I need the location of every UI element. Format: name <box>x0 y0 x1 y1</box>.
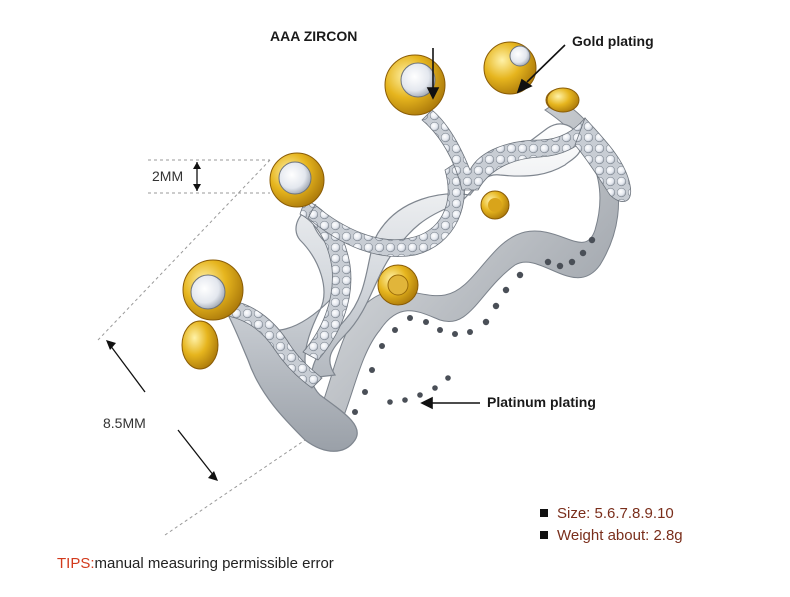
bullet-square-icon <box>540 531 548 540</box>
spec-size: Size: 5.6.7.8.9.10 <box>540 505 674 522</box>
spec-weight: Weight about: 2.8g <box>540 527 683 544</box>
spec-weight-text: Weight about: 2.8g <box>557 527 683 544</box>
gold-bezel-settings <box>181 41 580 370</box>
bullet-square-icon <box>540 509 548 518</box>
tips-note: TIPS:manual measuring permissible error <box>57 555 334 572</box>
platinum-plating-callout: Platinum plating <box>487 394 596 410</box>
gold-plating-callout: Gold plating <box>572 33 654 49</box>
ring-front-band <box>203 109 632 452</box>
height-dimension-label: 2MM <box>152 168 184 184</box>
tips-prefix: TIPS: <box>57 555 95 572</box>
spec-size-text: Size: 5.6.7.8.9.10 <box>557 505 674 522</box>
dimension-guides <box>97 159 306 536</box>
callout-arrows <box>420 44 566 410</box>
zircon-callout: AAA ZIRCON <box>270 28 358 44</box>
width-dimension-label: 8.5MM <box>103 415 146 431</box>
tips-text: manual measuring permissible error <box>94 555 334 572</box>
